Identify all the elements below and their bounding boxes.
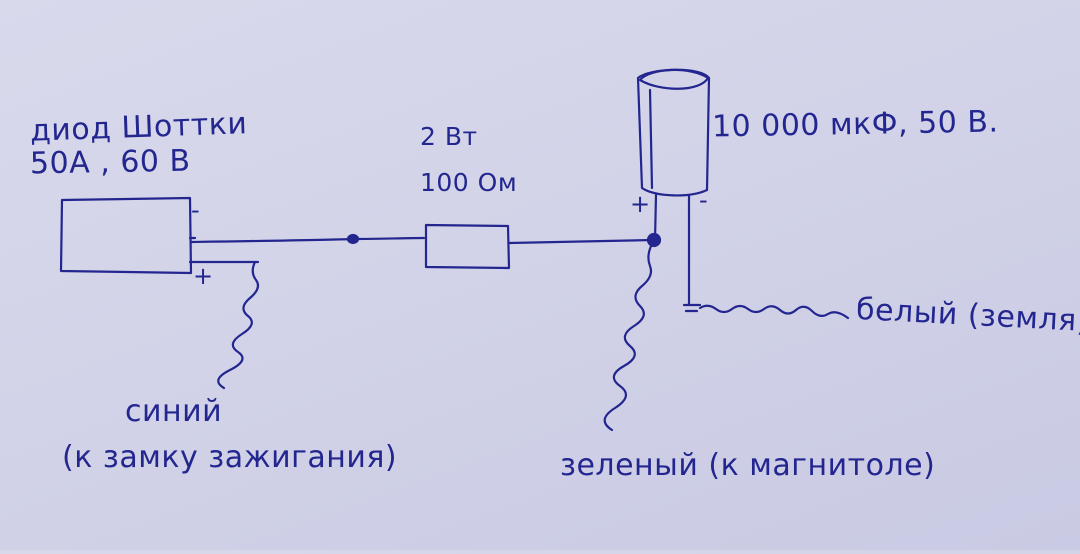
capacitor-plus-lead bbox=[653, 193, 658, 242]
white-wire bbox=[698, 304, 850, 320]
capacitor-minus-sign: - bbox=[699, 186, 708, 214]
diode-body bbox=[59, 196, 193, 275]
blue-wire-label: синий bbox=[125, 394, 223, 429]
wire-resistor-node bbox=[507, 238, 655, 245]
wire-joint bbox=[346, 233, 360, 245]
wire-diode-resistor bbox=[189, 236, 426, 244]
resistor-label-power: 2 Вт bbox=[420, 122, 478, 151]
capacitor-label: 10 000 мкФ, 50 В. bbox=[711, 104, 999, 145]
capacitor-plus-sign: + bbox=[630, 190, 651, 218]
green-wire bbox=[603, 242, 654, 432]
capacitor-inner-line bbox=[648, 88, 654, 190]
blue-wire bbox=[217, 260, 260, 390]
resistor-label-resistance: 100 Ом bbox=[420, 168, 518, 197]
diode-plus-sign: + bbox=[193, 262, 214, 290]
green-wire-label: зеленый (к магнитоле) bbox=[560, 448, 936, 483]
blue-wire-destination: (к замку зажигания) bbox=[62, 440, 398, 475]
diode-label-rating: 50А , 60 В bbox=[29, 143, 191, 182]
capacitor-top-ellipse bbox=[638, 68, 710, 90]
resistor-body bbox=[424, 223, 511, 270]
diode-minus-sign: - bbox=[191, 196, 200, 224]
